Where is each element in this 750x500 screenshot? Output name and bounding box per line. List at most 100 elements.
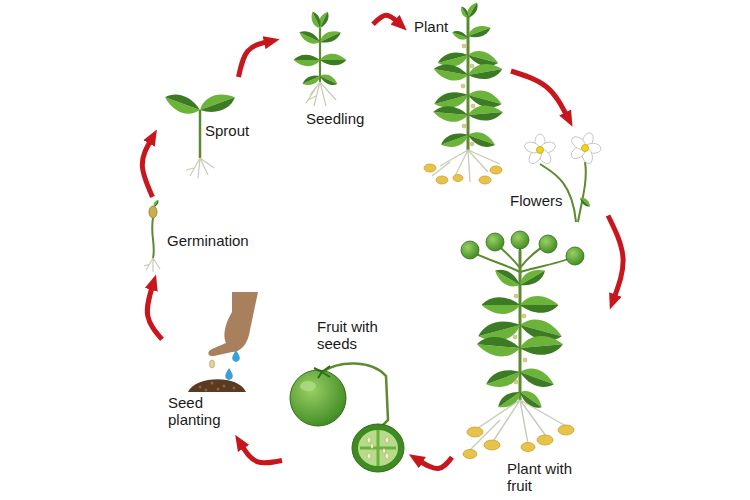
seedling-plant	[294, 10, 347, 106]
stage-node: Fruit with seeds	[285, 318, 405, 480]
illustration-part	[490, 166, 502, 174]
illustration-part	[199, 382, 236, 392]
illustration-part	[569, 134, 588, 152]
cycle-arrow	[419, 457, 452, 468]
illustration-part	[513, 335, 517, 339]
stage-node: Seedling	[282, 8, 370, 143]
cycle-arrow	[242, 445, 283, 463]
illustration-part	[514, 380, 518, 384]
illustration-part	[463, 425, 574, 459]
fruit-with-seeds	[290, 363, 404, 472]
illustration-part	[297, 28, 322, 47]
illustration-part	[520, 296, 558, 313]
illustration-part	[582, 145, 589, 152]
illustration-part	[519, 334, 564, 357]
illustration-part	[461, 241, 479, 259]
illustration-part	[433, 105, 469, 123]
stage-label: Plant	[414, 18, 448, 35]
illustration-part	[517, 265, 548, 290]
illustration-part	[205, 389, 208, 392]
illustration-part	[470, 142, 474, 146]
stage-label: Fruit with seeds	[317, 318, 402, 352]
illustration-part	[484, 440, 500, 450]
illustration-part	[208, 292, 258, 356]
illustration-part	[382, 449, 385, 454]
illustration-part	[436, 176, 448, 184]
illustration-part	[320, 54, 346, 66]
illustration-part	[462, 44, 466, 48]
illustration-part	[199, 386, 202, 389]
stage-node: Plant	[412, 8, 508, 188]
illustration-part	[439, 129, 470, 151]
illustration-part	[523, 134, 557, 166]
illustration-part	[188, 379, 246, 392]
stage-node: Sprout	[165, 80, 270, 180]
illustration-part	[318, 28, 343, 47]
fruiting-plant	[461, 231, 584, 459]
illustration-part	[479, 176, 491, 184]
illustration-part	[467, 61, 504, 82]
illustration-part	[197, 89, 238, 117]
illustration-part	[578, 162, 586, 222]
illustration-part	[162, 90, 203, 118]
illustration-part	[578, 196, 592, 209]
stage-label: Flowers	[510, 192, 563, 209]
illustration-part	[523, 358, 527, 362]
illustration-part	[385, 437, 389, 443]
illustration-part	[352, 424, 404, 472]
illustration-part	[367, 453, 371, 459]
illustration-part	[569, 131, 601, 165]
germinating-seed	[144, 199, 160, 272]
seed-planting-hand	[188, 292, 258, 392]
illustration-part	[210, 360, 215, 368]
stage-node: Germination	[140, 200, 265, 272]
cycle-arrow	[142, 140, 152, 197]
illustration-part	[482, 297, 520, 314]
illustration-part	[211, 382, 214, 385]
illustration-part	[522, 314, 526, 318]
illustration-part	[484, 365, 523, 392]
illustration-part	[152, 218, 154, 258]
illustration-part	[385, 453, 389, 459]
illustration-part	[370, 444, 373, 449]
illustration-part	[451, 29, 469, 42]
illustration-part	[144, 258, 160, 272]
illustration-part	[360, 430, 396, 466]
illustration-part	[217, 388, 220, 391]
stage-label: Seed planting	[168, 394, 238, 428]
illustration-part	[486, 233, 504, 251]
illustration-part	[367, 437, 371, 443]
illustration-part	[300, 381, 316, 391]
illustration-part	[358, 430, 398, 466]
illustration-part	[461, 231, 584, 265]
illustration-part	[149, 206, 157, 218]
illustration-part	[453, 175, 463, 182]
illustration-part	[223, 385, 226, 388]
illustration-part	[466, 22, 492, 40]
illustration-part	[459, 5, 471, 19]
illustration-part	[470, 400, 566, 450]
stage-node: Flowers	[510, 130, 605, 225]
stage-node: Plant with fruit	[455, 232, 600, 497]
cycle-arrow	[147, 286, 162, 339]
illustration-part	[558, 425, 574, 435]
illustration-part	[463, 450, 477, 459]
illustration-part	[461, 44, 475, 146]
illustration-part	[470, 64, 474, 68]
illustration-part	[514, 294, 518, 298]
cycle-arrow	[608, 216, 623, 299]
illustration-part	[290, 370, 346, 426]
illustration-part	[233, 387, 236, 390]
illustration-part	[476, 335, 521, 358]
illustration-part	[517, 364, 556, 391]
illustration-part	[152, 199, 159, 208]
illustration-part	[186, 158, 214, 178]
illustration-part	[471, 104, 475, 108]
illustration-part	[367, 437, 389, 459]
illustration-part	[539, 235, 557, 253]
illustration-part	[511, 231, 529, 249]
illustration-part	[424, 164, 502, 184]
